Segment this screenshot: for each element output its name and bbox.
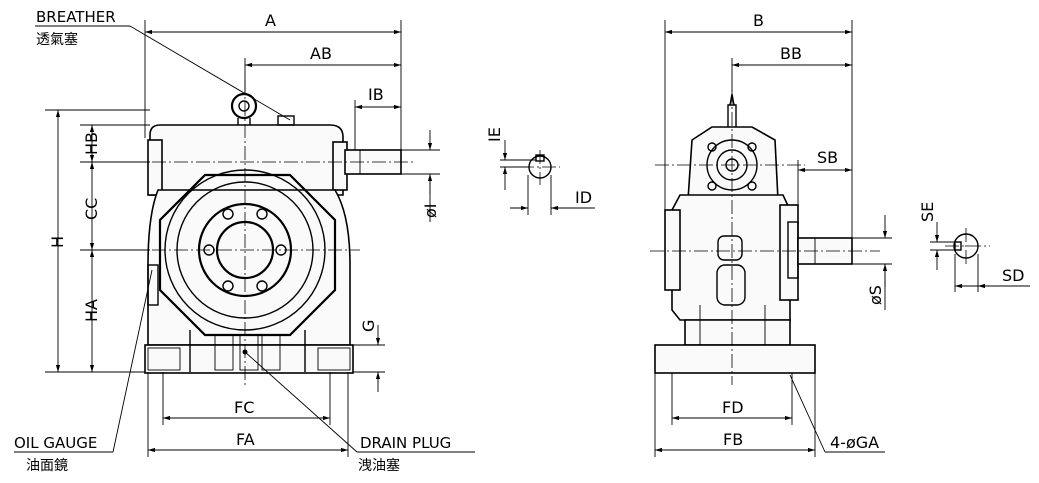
oil-gauge-label-cn: 油面鏡 [26,458,68,474]
breather-plug [230,92,295,126]
oil-gauge [147,264,159,306]
dim-FC: FC [234,398,254,417]
dim-CC: CC [82,198,101,220]
input-key-detail: IE ID [485,127,595,215]
dim-AB: AB [310,44,332,63]
mount-holes-label: 4-øGA [830,433,879,452]
dim-G: G [359,320,378,332]
dim-FD: FD [722,398,744,417]
dim-phiS: øS [866,285,885,305]
dim-phiI: øI [421,203,440,218]
dim-HB: HB [82,132,101,155]
dim-SD: SD [1002,266,1024,285]
side-dimensions: B BB SB øS FD FB 4-øGA [654,11,892,457]
breather-label: BREATHER [36,8,116,26]
dim-HA: HA [82,299,101,322]
side-view [650,90,880,385]
input-left-flange [147,139,163,196]
oil-gauge-label: OIL GAUGE [14,434,97,452]
output-cover [158,173,337,337]
front-dimensions: A AB IB øI H HB CC HA G [45,11,440,457]
dim-BB: BB [780,44,802,63]
dim-FB: FB [723,430,743,449]
drain-plug-label: DRAIN PLUG [360,434,451,452]
dim-ID: ID [575,188,592,207]
main-housing [147,189,351,346]
dim-FA: FA [236,430,255,449]
dim-IB: IB [368,85,384,104]
front-view [130,80,415,385]
side-main-housing [671,194,791,321]
drain-plug-label-cn: 洩油塞 [358,457,400,474]
dim-SB: SB [817,148,838,167]
side-output-flange [779,204,799,301]
output-key-detail: SE SD [918,202,1030,292]
breather-label-cn: 透氣塞 [36,31,78,48]
dim-B: B [753,11,764,30]
base-plate [144,344,354,374]
input-housing [149,124,344,196]
side-base-plate [654,344,816,374]
dim-SE: SE [918,202,937,222]
side-input-bolts [707,142,757,191]
callouts: BREATHER 透氣塞 OIL GAUGE 油面鏡 DRAIN PLUG 洩油… [14,8,475,474]
dim-A: A [265,11,276,30]
dim-H: H [48,236,67,248]
dim-IE: IE [485,127,504,142]
side-input-housing [687,126,779,201]
